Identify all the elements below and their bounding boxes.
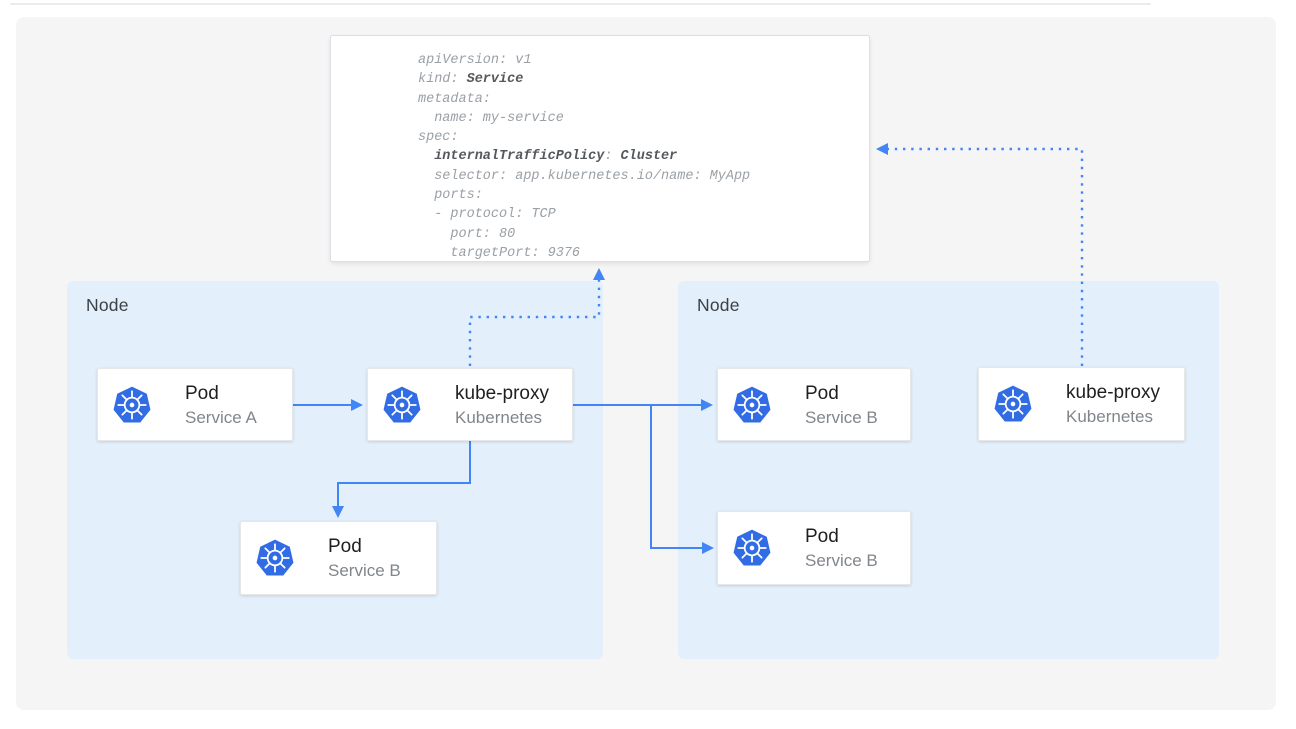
card-title: Pod [805,526,839,547]
yaml-line: kind: Service [418,72,524,88]
yaml-line: selector: app.kubernetes.io/name: MyApp [418,168,751,184]
kubernetes-logo-icon [732,385,772,423]
kubernetes-logo-icon [382,385,422,423]
top-divider [10,3,1151,5]
card-pod-service-b-left: Pod Service B [240,521,437,595]
card-subtitle: Service B [328,561,401,580]
service-yaml-panel: apiVersion: v1 kind: Service metadata: nam… [330,35,870,262]
yaml-line: targetPort: 9376 [418,245,581,261]
kubernetes-logo-icon [993,384,1033,423]
card-title: Pod [185,382,219,404]
yaml-line: spec: [418,130,459,146]
yaml-line: port: 80 [418,226,516,242]
card-kube-proxy-left: kube-proxy Kubernetes [367,368,573,441]
card-title: kube-proxy [1066,382,1160,403]
kubernetes-logo-icon [112,385,152,423]
card-subtitle: Kubernetes [1066,407,1153,426]
card-title: Pod [805,382,839,404]
card-subtitle: Kubernetes [455,407,542,427]
card-subtitle: Service A [185,407,257,427]
card-pod-service-b-right-bottom: Pod Service B [717,511,911,585]
card-subtitle: Service B [805,407,878,427]
yaml-line: internalTrafficPolicy: Cluster [434,149,678,165]
card-kube-proxy-right: kube-proxy Kubernetes [978,367,1185,441]
node-box-right: Node [678,281,1219,659]
yaml-line: - protocol: TCP [418,207,556,223]
card-pod-service-b-right-top: Pod Service B [717,368,911,441]
kubernetes-logo-icon [732,528,772,567]
card-title: kube-proxy [455,382,549,404]
card-subtitle: Service B [805,551,878,570]
card-pod-service-a: Pod Service A [97,368,293,441]
yaml-code: apiVersion: v1 kind: Service metadata: nam… [418,51,859,263]
node-box-left: Node [67,281,603,659]
yaml-line: apiVersion: v1 [418,53,532,68]
yaml-line: metadata: [418,91,491,107]
card-title: Pod [328,536,362,557]
kubernetes-logo-icon [255,538,295,577]
yaml-line: ports: [418,188,483,204]
node-label: Node [697,295,740,315]
node-label: Node [86,295,129,315]
yaml-line: name: my-service [418,110,564,126]
